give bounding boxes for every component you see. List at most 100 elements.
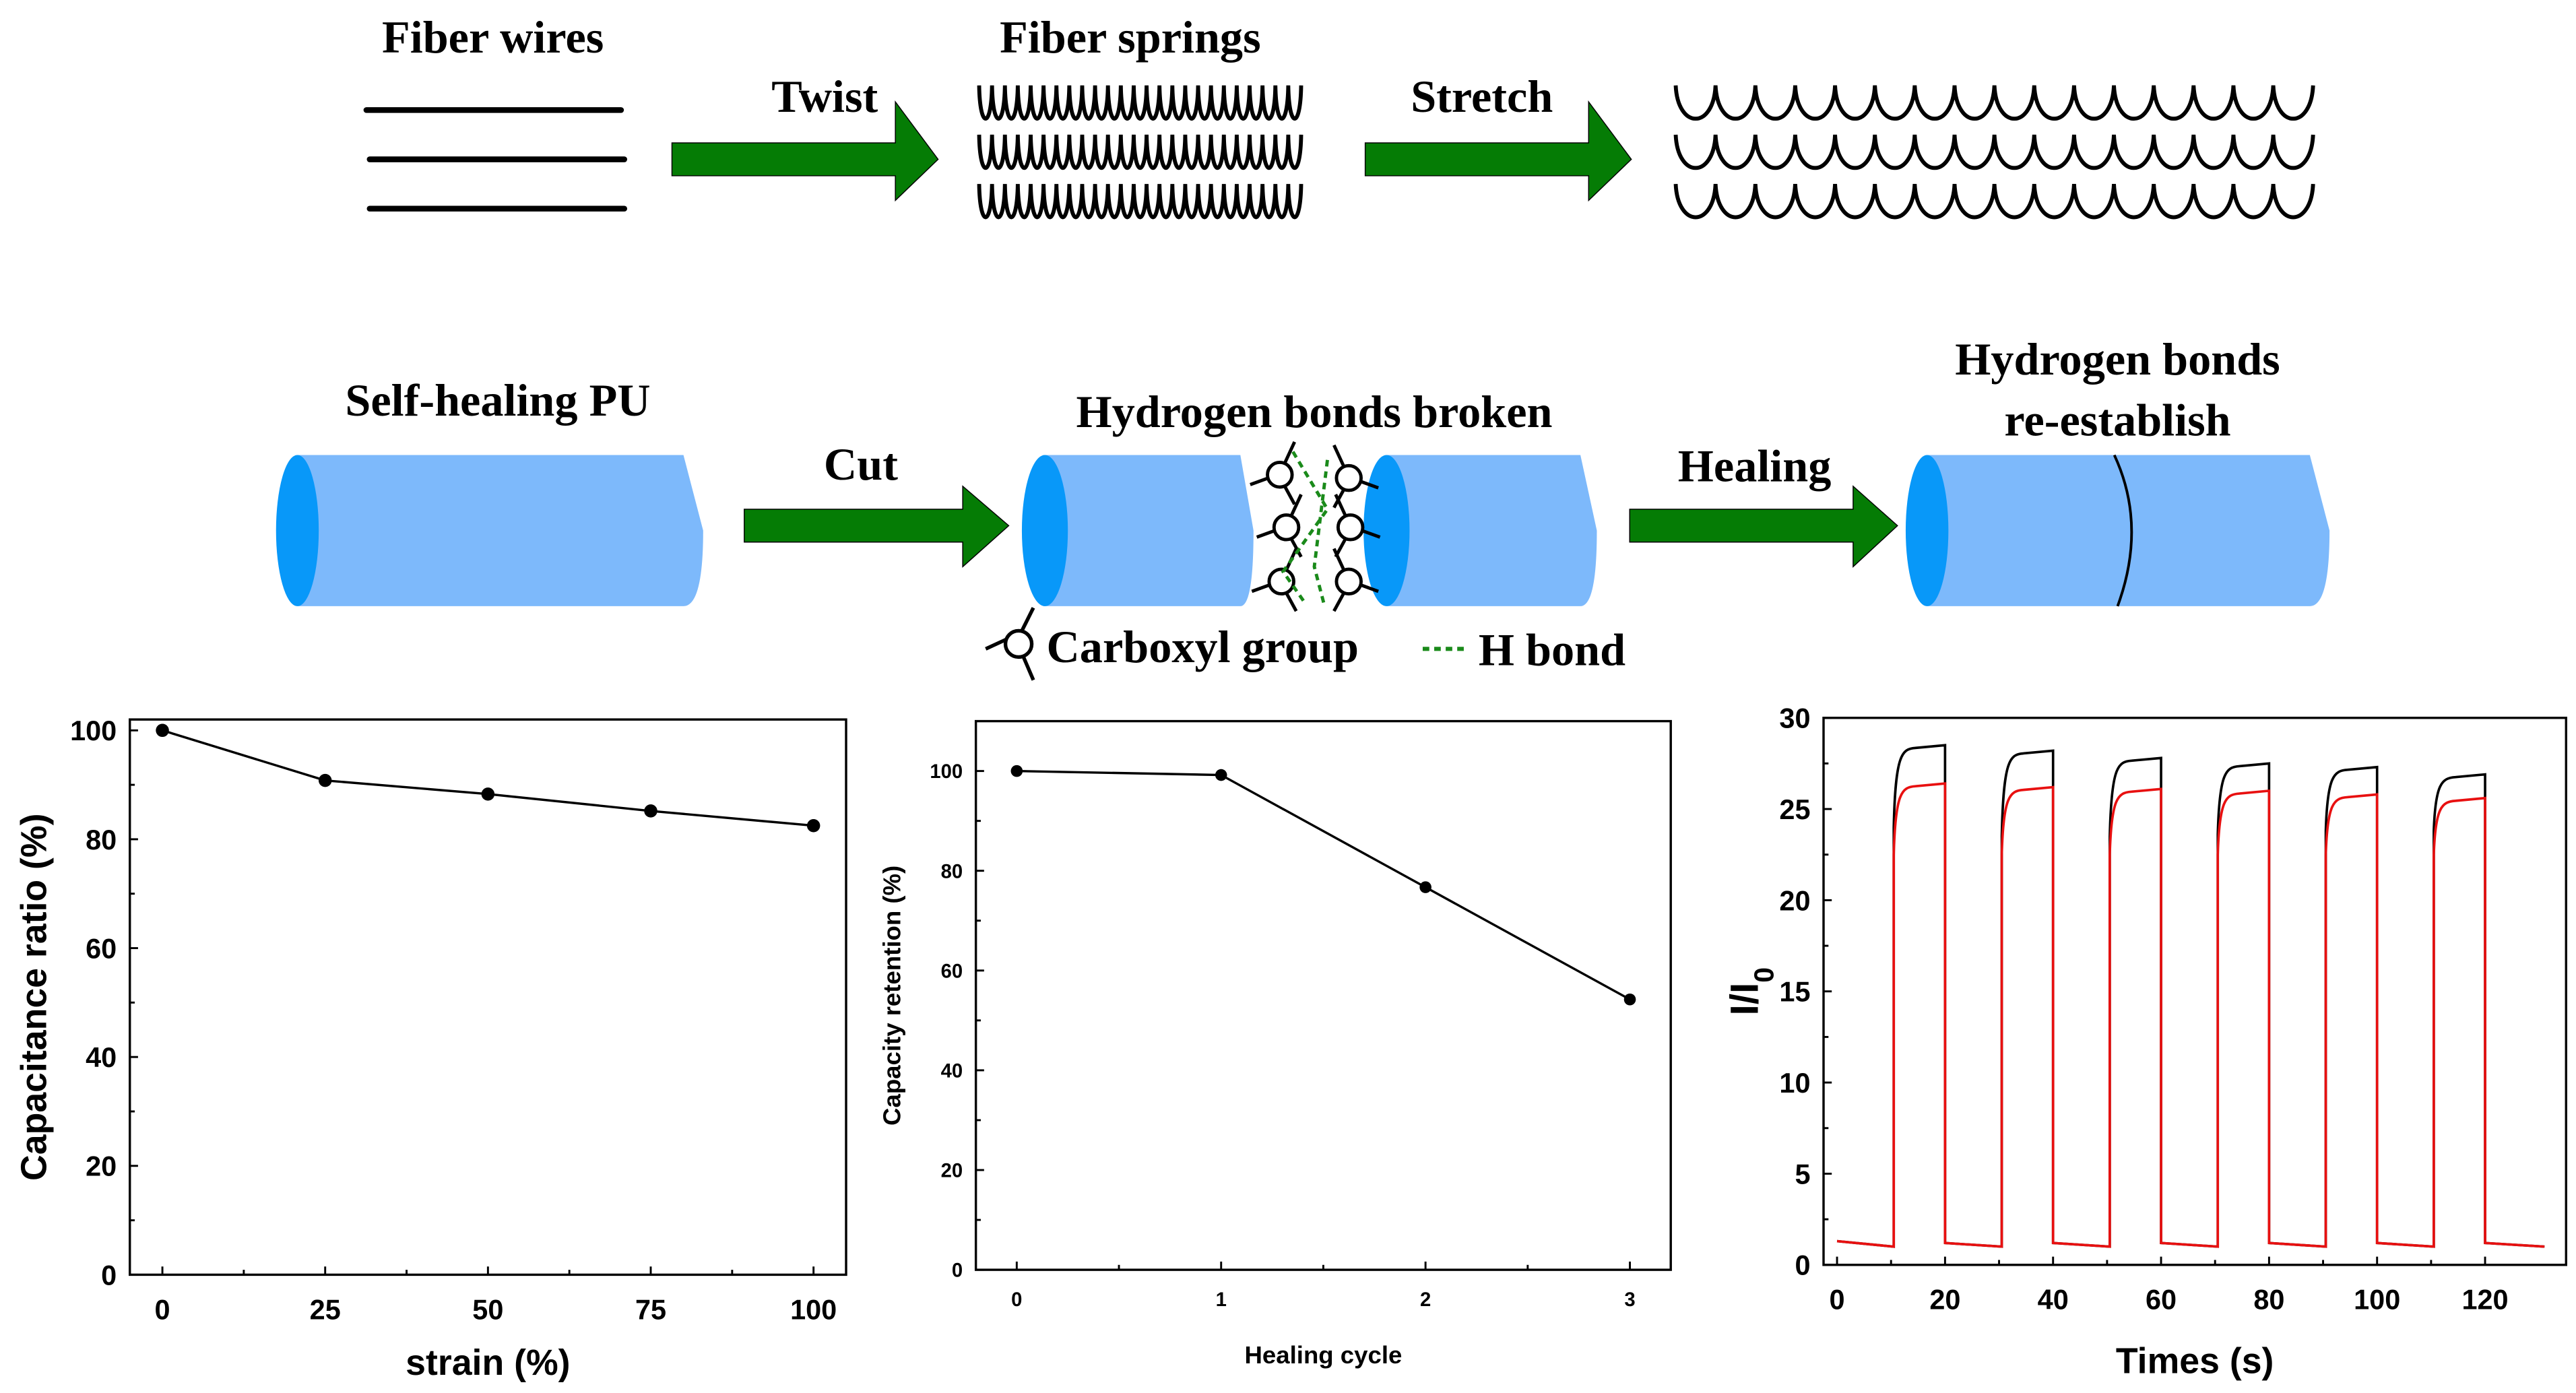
pu-cylinder: [276, 455, 703, 606]
cut-label: Cut: [824, 439, 898, 490]
y-tick-label: 0: [952, 1260, 963, 1282]
data-point: [318, 773, 332, 787]
cut-arrow-icon: [744, 485, 1010, 568]
carboxyl-icon: [985, 607, 1035, 681]
legend-carboxyl: Carboxyl group: [985, 607, 1359, 681]
carboxyl-icon: [1256, 494, 1303, 558]
twist-arrow-icon: [671, 100, 939, 202]
x-tick-label: 2: [1420, 1289, 1431, 1311]
x-tick-label: 50: [472, 1293, 503, 1325]
data-point: [1623, 993, 1636, 1006]
y-tick-label: 40: [86, 1041, 117, 1073]
reestablish-label-line2: re-establish: [2004, 394, 2230, 445]
healed-cylinder: [1905, 454, 2330, 607]
data-point: [1215, 769, 1227, 781]
x-axis-label: strain (%): [406, 1342, 570, 1383]
x-axis-label: Healing cycle: [1245, 1341, 1403, 1369]
cylinder-end: [276, 455, 319, 606]
series-line: [1017, 769, 1631, 1001]
series-red-line: [1836, 782, 2545, 1248]
plot-frame: [974, 719, 1672, 1271]
spring-coil: [977, 85, 1303, 121]
carboxyl-groups: [1250, 441, 1381, 612]
spring-coil: [977, 134, 1303, 170]
plot-frame: [129, 718, 847, 1276]
healing-label: Healing: [1678, 441, 1832, 492]
carboxyl-icon: [1334, 494, 1381, 558]
y-tick-label: 60: [86, 932, 117, 964]
y-tick-label: 80: [941, 861, 963, 882]
y-axis-label: Capacitance ratio (%): [13, 814, 54, 1181]
y-tick-label: 100: [930, 761, 963, 783]
hbonds-broken-label: Hydrogen bonds broken: [1076, 386, 1553, 437]
y-tick-label: 20: [941, 1161, 963, 1182]
data-point: [1010, 765, 1023, 777]
spring-coil: [1673, 85, 2315, 121]
spring-coil: [1673, 134, 2315, 170]
cylinder-body: [1386, 455, 1597, 606]
cylinder-body: [1043, 455, 1254, 606]
x-tick-label: 100: [2354, 1284, 2400, 1316]
y-tick-label: 80: [86, 824, 117, 855]
cylinder-body: [297, 455, 703, 606]
hbond-line: [1312, 459, 1329, 606]
data-point: [481, 787, 495, 801]
x-tick-label: 0: [1830, 1284, 1845, 1316]
fiber-springs-label: Fiber springs: [1000, 11, 1261, 63]
y-axis-label: I/I0: [1722, 967, 1779, 1016]
stretch-label: Stretch: [1411, 71, 1553, 122]
x-tick-label: 40: [2038, 1284, 2069, 1316]
spring-coil: [977, 184, 1303, 220]
y-axis-label: Capacity retention (%): [878, 866, 905, 1126]
healing-arrow-icon: [1629, 485, 1898, 569]
x-tick-label: 1: [1216, 1289, 1227, 1311]
carboxyl-icon: [1332, 548, 1379, 612]
data-point: [806, 818, 820, 833]
x-tick-label: 75: [635, 1293, 666, 1325]
cylinder-body: [1927, 455, 2330, 606]
series-line: [162, 729, 814, 827]
carboxyl-icon: [1332, 444, 1379, 509]
y-tick-label: 0: [1795, 1250, 1810, 1281]
data-point: [156, 723, 169, 738]
twist-label: Twist: [771, 71, 878, 122]
data-point: [644, 804, 657, 818]
x-tick-label: 0: [155, 1293, 170, 1325]
healed-seam: [2113, 454, 2133, 607]
x-tick-label: 100: [790, 1293, 837, 1325]
series-black-line: [1836, 744, 2545, 1248]
carboxyl-icon: [1251, 548, 1298, 612]
spring-coil: [1673, 183, 2315, 220]
cylinder-end: [1363, 455, 1410, 606]
y-tick-label: 30: [1779, 703, 1810, 734]
y-tick-label: 5: [1795, 1158, 1810, 1190]
x-tick-label: 80: [2253, 1284, 2284, 1316]
stretch-arrow-icon: [1364, 100, 1632, 202]
cylinder-end: [1021, 455, 1068, 606]
y-tick-label: 60: [941, 961, 963, 982]
legend-hbond-label: H bond: [1479, 624, 1625, 676]
y-tick-label: 40: [941, 1060, 963, 1082]
x-tick-label: 120: [2461, 1284, 2508, 1316]
y-tick-label: 10: [1779, 1067, 1810, 1099]
self-healing-pu-label: Self-healing PU: [345, 375, 650, 426]
legend-carboxyl-label: Carboxyl group: [1047, 621, 1359, 672]
x-tick-label: 20: [1929, 1284, 1960, 1316]
reestablish-label-line1: Hydrogen bonds: [1955, 333, 2280, 385]
y-tick-label: 15: [1779, 976, 1810, 1008]
y-tick-label: 0: [101, 1259, 117, 1291]
x-tick-label: 0: [1011, 1289, 1022, 1311]
legend-hbond: H bond: [1422, 624, 1625, 676]
tight-springs: [977, 85, 1303, 220]
x-tick-label: 3: [1624, 1289, 1635, 1311]
cylinder-end: [1905, 455, 1949, 606]
y-tick-label: 20: [86, 1151, 117, 1182]
cut-cylinder-left: [1021, 455, 1254, 606]
stretched-springs: [1673, 85, 2315, 220]
data-point: [1419, 881, 1431, 893]
x-axis-label: Times (s): [2116, 1341, 2274, 1382]
y-tick-label: 100: [70, 715, 117, 746]
hbond-line: [1281, 451, 1330, 606]
